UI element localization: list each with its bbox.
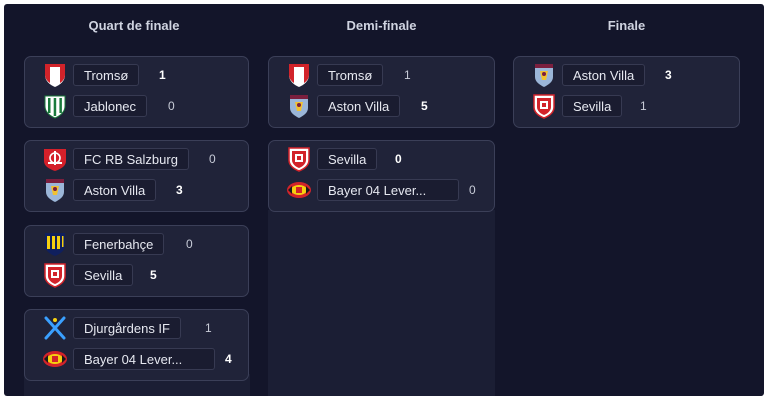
team-score: 1 [404, 68, 411, 82]
aston-villa-crest-icon [531, 62, 557, 88]
team-score: 0 [469, 183, 476, 197]
quarter-final-match-2[interactable]: FC RB Salzburg 0 Aston Villa 3 [24, 140, 249, 212]
sevilla-crest-icon [286, 146, 312, 172]
semi-column-background [268, 210, 495, 396]
team-name: Tromsø [317, 64, 384, 86]
team-name: Aston Villa [562, 64, 646, 86]
salzburg-crest-icon [42, 146, 68, 172]
fenerbahce-crest-icon [42, 231, 68, 257]
team-row[interactable]: Bayer 04 Lever... 0 [269, 175, 494, 205]
team-row[interactable]: FC RB Salzburg 0 [25, 144, 248, 174]
final-header: Finale [607, 18, 646, 33]
team-name: Jablonec [73, 95, 148, 117]
team-name: Bayer 04 Lever... [73, 348, 215, 370]
team-name: Sevilla [73, 264, 134, 286]
team-name: FC RB Salzburg [73, 148, 189, 170]
leverkusen-crest-icon [286, 177, 312, 203]
sevilla-crest-icon [42, 262, 68, 288]
team-row[interactable]: Djurgårdens IF 1 [25, 313, 248, 343]
team-score: 5 [421, 99, 428, 113]
sevilla-crest-icon [531, 93, 557, 119]
team-name: Aston Villa [317, 95, 401, 117]
quarter-finals-header: Quart de finale [88, 18, 180, 33]
aston-villa-crest-icon [42, 177, 68, 203]
team-row[interactable]: Fenerbahçe 0 [25, 229, 248, 259]
tromso-crest-icon [286, 62, 312, 88]
semi-finals-header: Demi-finale [346, 18, 417, 33]
team-row[interactable]: Tromsø 1 [25, 60, 248, 90]
team-name: Djurgårdens IF [73, 317, 181, 339]
team-name: Bayer 04 Lever... [317, 179, 459, 201]
team-score: 0 [395, 152, 402, 166]
team-row[interactable]: Tromsø 1 [269, 60, 494, 90]
team-score: 0 [186, 237, 193, 251]
djurgarden-crest-icon [42, 315, 68, 341]
team-row[interactable]: Sevilla 5 [25, 260, 248, 290]
team-score: 1 [159, 68, 166, 82]
quarter-final-match-3[interactable]: Fenerbahçe 0 Sevilla 5 [24, 225, 249, 297]
quarter-final-match-1[interactable]: Tromsø 1 Jablonec 0 [24, 56, 249, 128]
team-row[interactable]: Aston Villa 3 [514, 60, 739, 90]
team-name: Sevilla [317, 148, 378, 170]
team-name: Sevilla [562, 95, 623, 117]
team-score: 3 [176, 183, 183, 197]
team-row[interactable]: Sevilla 1 [514, 91, 739, 121]
team-row[interactable]: Jablonec 0 [25, 91, 248, 121]
team-row[interactable]: Aston Villa 3 [25, 175, 248, 205]
tromso-crest-icon [42, 62, 68, 88]
bracket-panel: Quart de finale Demi-finale Finale Troms… [4, 4, 764, 396]
jablonec-crest-icon [42, 93, 68, 119]
team-score: 0 [168, 99, 175, 113]
team-row[interactable]: Aston Villa 5 [269, 91, 494, 121]
team-score: 0 [209, 152, 216, 166]
team-name: Aston Villa [73, 179, 157, 201]
semi-final-match-2[interactable]: Sevilla 0 Bayer 04 Lever... 0 [268, 140, 495, 212]
team-row[interactable]: Sevilla 0 [269, 144, 494, 174]
team-row[interactable]: Bayer 04 Lever... 4 [25, 344, 248, 374]
team-score: 1 [205, 321, 212, 335]
team-score: 5 [150, 268, 157, 282]
team-name: Tromsø [73, 64, 140, 86]
final-match[interactable]: Aston Villa 3 Sevilla 1 [513, 56, 740, 128]
quarter-final-match-4[interactable]: Djurgårdens IF 1 Bayer 04 Lever... 4 [24, 309, 249, 381]
team-score: 1 [640, 99, 647, 113]
aston-villa-crest-icon [286, 93, 312, 119]
team-score: 4 [225, 352, 232, 366]
leverkusen-crest-icon [42, 346, 68, 372]
team-score: 3 [665, 68, 672, 82]
team-name: Fenerbahçe [73, 233, 165, 255]
semi-final-match-1[interactable]: Tromsø 1 Aston Villa 5 [268, 56, 495, 128]
